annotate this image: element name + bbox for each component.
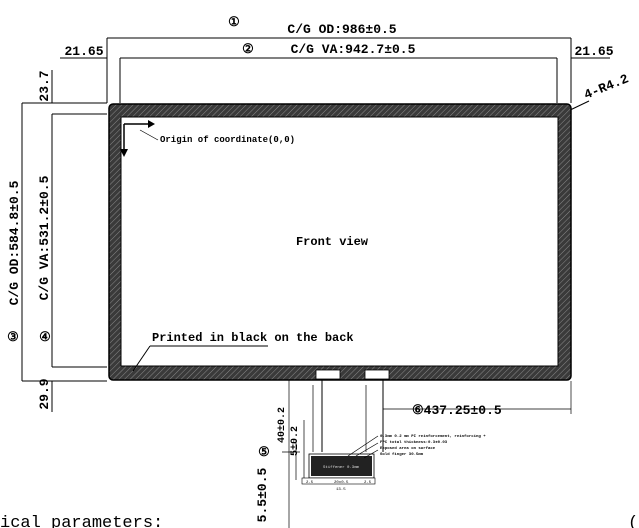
va-height-marker: ④ <box>39 330 51 345</box>
fpc-offset-label: ⑥437.25±0.5 <box>412 403 502 418</box>
fpc-connector-label: Stiffener 0.3mm <box>323 465 360 470</box>
fpc-bond-tab-right <box>364 369 390 380</box>
fpc-dim-a: 2.5 <box>306 481 314 485</box>
fpc-tail: ⑥437.25±0.5 40±0.2 5±0.2 ⑤ 5.5±0.5 Stiff… <box>255 379 572 528</box>
origin-leader <box>139 129 159 141</box>
fpc-note-leader-2 <box>355 442 379 457</box>
corner-radius-group: 4-R4.2 <box>565 71 631 113</box>
fpc-note-2: FPC total thickness:0.3±0.03 <box>380 440 448 445</box>
view-area <box>120 116 559 367</box>
left-margin-label: 21.65 <box>64 44 103 59</box>
origin-x-arrow-icon <box>148 120 155 128</box>
front-view-label: Front view <box>296 235 369 249</box>
top-dimension-group: ① C/G OD:986±0.5 ② C/G VA:942.7±0.5 21.6… <box>60 15 614 103</box>
od-height-label: C/G OD:584.8±0.5 <box>7 180 22 305</box>
od-width-marker: ① <box>228 15 240 30</box>
origin-label: Origin of coordinate(0,0) <box>160 135 295 145</box>
va-width-marker: ② <box>242 42 254 57</box>
od-width-label: C/G OD:986±0.5 <box>287 22 396 37</box>
fpc-note-leader-1 <box>347 435 379 457</box>
fpc-dim-b: 20x0.5 <box>334 481 349 485</box>
fpc-dim-c: 2.5 <box>364 481 372 485</box>
fpc-dim-d: 13.5 <box>336 488 346 492</box>
corner-radius-label: 4-R4.2 <box>582 71 631 103</box>
left-dimension-group: 23.7 29.9 C/G OD:584.8±0.5 C/G VA:531.2±… <box>7 70 107 412</box>
fpc-gold-finger <box>301 477 376 485</box>
printed-black-leader <box>132 345 151 372</box>
fpc-length-5-label: 5±0.2 <box>290 426 301 456</box>
fpc-stiffener-area <box>311 456 372 476</box>
fpc-note-4: Gold finger 30.5mm <box>380 452 424 457</box>
od-height-marker: ③ <box>7 330 19 345</box>
va-height-label: C/G VA:531.2±0.5 <box>37 175 52 300</box>
fpc-note-3: Exposed area on surface <box>380 446 436 451</box>
va-width-label: C/G VA:942.7±0.5 <box>291 42 416 57</box>
fpc-length-40-label: 40±0.2 <box>277 407 288 443</box>
footer-left-text: ical parameters: <box>0 514 163 528</box>
right-margin-label: 21.65 <box>574 44 613 59</box>
origin-y-arrow-icon <box>120 149 128 157</box>
footer-right-char: ( <box>628 514 638 528</box>
bottom-margin-label: 29.9 <box>37 378 52 409</box>
fpc-bottom-label: 5.5±0.5 <box>255 467 270 522</box>
printed-black-label: Printed in black on the back <box>152 331 354 345</box>
fpc-note-leader-3 <box>363 449 379 459</box>
fpc-bond-tab-left <box>315 369 341 380</box>
fpc-marker: ⑤ <box>258 445 270 460</box>
glass-panel <box>108 103 572 381</box>
fpc-note-1: 0.3mm 0.2 mm PI reinforcement, reinforci… <box>380 434 486 439</box>
top-margin-label: 23.7 <box>37 70 52 101</box>
origin-marker: Origin of coordinate(0,0) <box>120 120 295 157</box>
printed-black-group: Printed in black on the back <box>132 331 354 372</box>
